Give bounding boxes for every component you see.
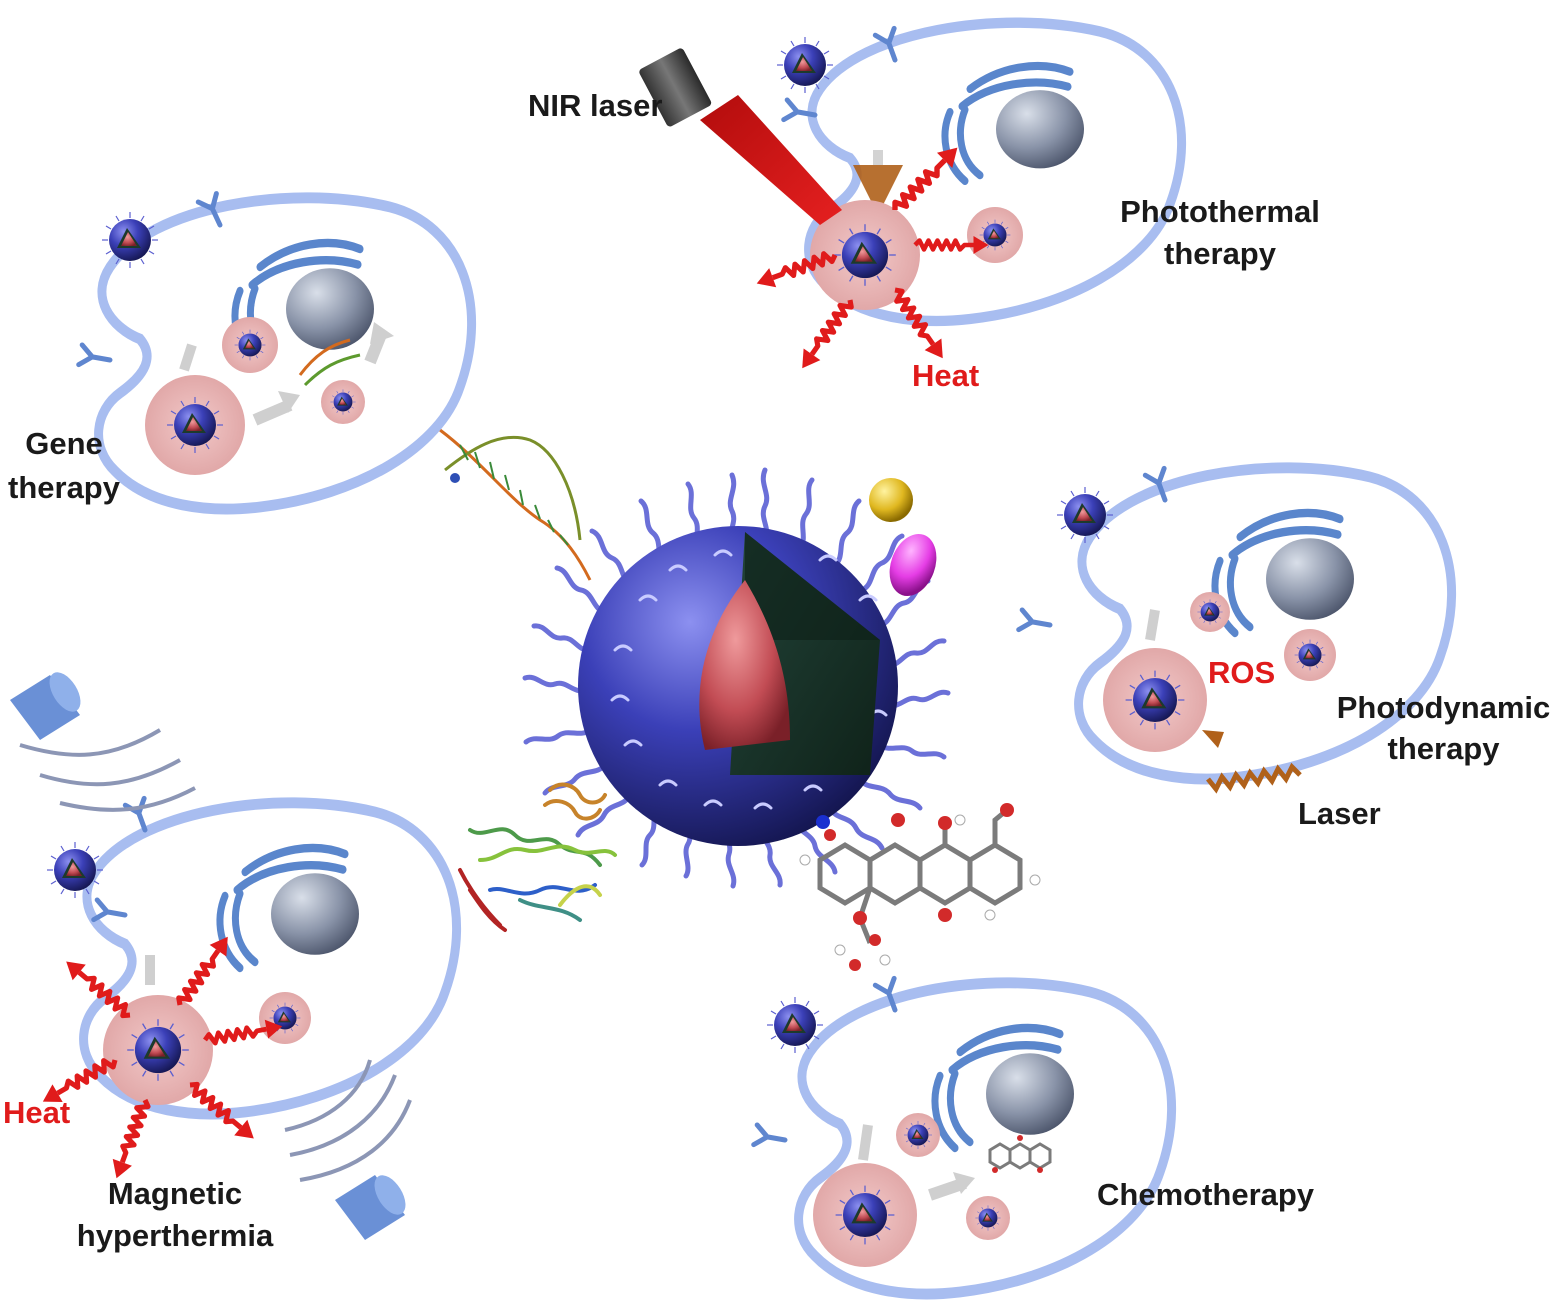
magnetic-hyperthermia-label-line2: hyperthermia bbox=[76, 1218, 274, 1253]
photothermal-label-line2: therapy bbox=[1164, 236, 1276, 271]
central-nanoparticle bbox=[522, 467, 951, 889]
magnet-icon bbox=[284, 1059, 412, 1240]
cell-chemotherapy bbox=[754, 978, 1172, 1294]
chemotherapy-label: Chemotherapy bbox=[1097, 1177, 1315, 1212]
magnet-icon bbox=[10, 672, 196, 812]
dna-icon bbox=[439, 428, 592, 581]
cell-gene-therapy bbox=[79, 194, 472, 509]
ros-label: ROS bbox=[1208, 655, 1276, 690]
photodynamic-label-line2: therapy bbox=[1387, 731, 1500, 766]
laser-device-icon bbox=[639, 48, 842, 225]
heat-label-top: Heat bbox=[912, 358, 980, 393]
nir-laser-label: NIR laser bbox=[528, 88, 663, 123]
laser-label: Laser bbox=[1298, 796, 1381, 831]
drug-molecule-icon bbox=[799, 803, 1041, 971]
gene-therapy-label-line2: therapy bbox=[8, 470, 120, 505]
photothermal-label-line1: Photothermal bbox=[1120, 194, 1320, 229]
protein-icon bbox=[458, 782, 617, 932]
cell-magnetic-hyperthermia bbox=[38, 798, 457, 1181]
heat-label-bottom: Heat bbox=[3, 1095, 71, 1130]
gene-therapy-label-line1: Gene bbox=[25, 426, 103, 461]
ligand-brush bbox=[522, 467, 951, 889]
antibody-ligand-icon bbox=[889, 534, 937, 596]
photodynamic-label-line1: Photodynamic bbox=[1336, 690, 1551, 725]
cell-photodynamic bbox=[1019, 468, 1452, 794]
laser-wave-icon bbox=[1206, 762, 1302, 794]
magnetic-hyperthermia-label-line1: Magnetic bbox=[107, 1176, 243, 1211]
nanoparticle-core bbox=[699, 580, 790, 750]
gold-ligand-icon bbox=[869, 478, 913, 522]
cell-photothermal bbox=[753, 23, 1181, 374]
